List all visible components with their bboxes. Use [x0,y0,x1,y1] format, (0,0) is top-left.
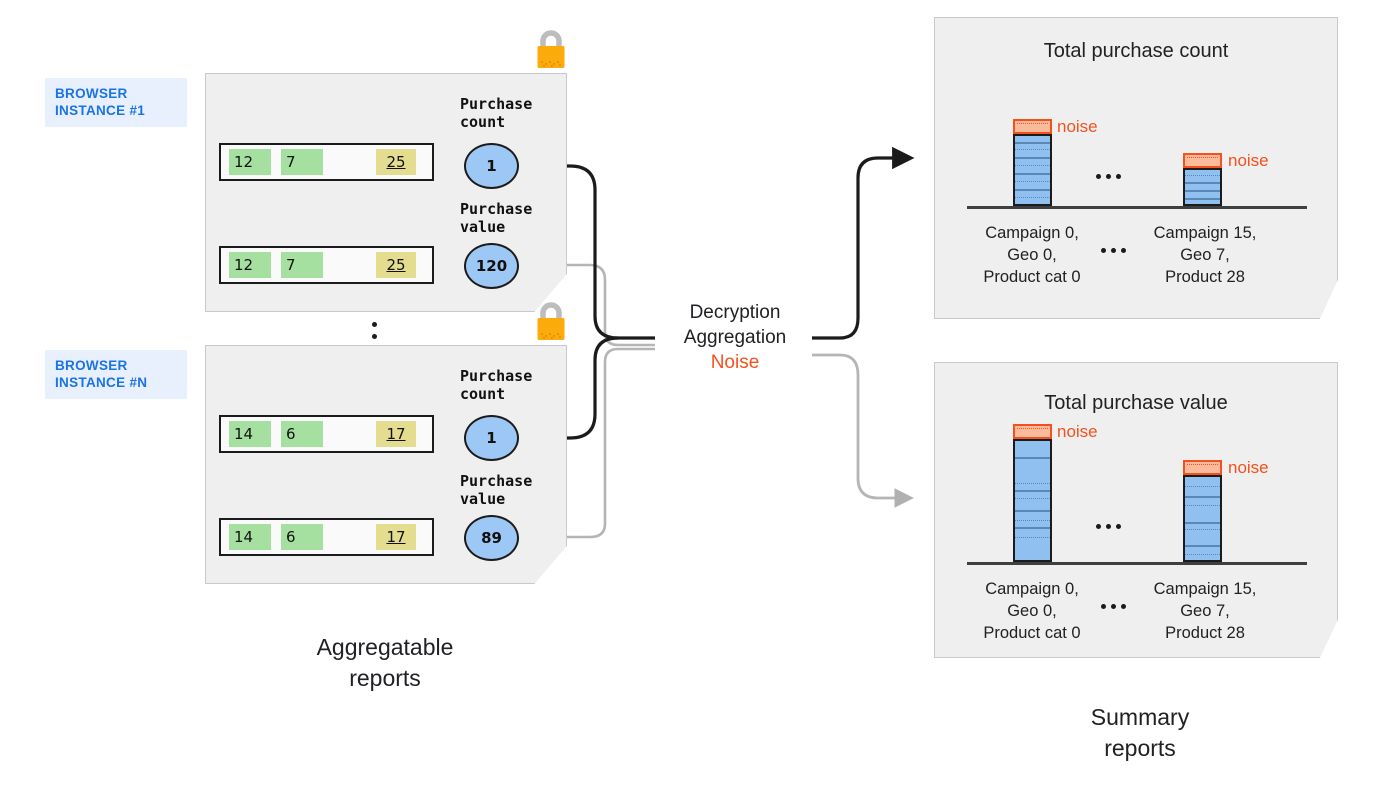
browser-instance-n-badge: BROWSER INSTANCE #N [45,350,187,399]
purchase-count-label: Purchase count [460,95,533,131]
value-bar-1-noise-label: noise [1228,458,1269,477]
report-cell-value: 25 [376,149,416,175]
count-bar-1-noise-label: noise [1228,151,1269,170]
count-bar-1 [1183,168,1222,206]
decryption-text: Decryption [689,302,781,323]
purchase-value-value: 120 [464,243,519,289]
count-category-label-0: Campaign 0, Geo 0, Product cat 0 [983,224,1081,286]
output-arrow-value [812,353,914,508]
summary-report-panel-count [934,17,1338,319]
value-category-label-1: Campaign 15, Geo 7, Product 28 [1153,580,1257,642]
count-connector-instance-1 [519,164,655,340]
aggregatable-reports-caption: Aggregatable reports [316,634,454,691]
report-cell-campaign: 12 [229,149,271,175]
padlock-icon [533,28,569,72]
browser-instance-1-badge: BROWSER INSTANCE #1 [45,78,187,127]
aggregatable-report-row: 12 7 25 [219,143,434,181]
purchase-value-value: 89 [464,515,519,561]
report-cell-geo: 6 [281,524,323,550]
value-bar-1-noise [1183,460,1222,475]
report-cell-geo: 7 [281,149,323,175]
report-cell-value-text: 17 [386,425,406,443]
count-bar-1-noise [1183,153,1222,168]
value-chart-gap-dots [1096,524,1121,529]
report-cell-value: 25 [376,252,416,278]
count-connector-instance-n [519,336,619,440]
value-bar-0-noise [1013,424,1052,439]
value-connector-instance-n [519,347,655,539]
report-cell-value-text: 25 [386,256,406,274]
report-cell-campaign: 14 [229,524,271,550]
noise-text: Noise [710,352,760,373]
report-cell-value-text: 17 [386,528,406,546]
count-bar-0-noise [1013,119,1052,134]
value-bar-1 [1183,475,1222,562]
report-cell-campaign: 14 [229,421,271,447]
aggregatable-report-row: 14 6 17 [219,415,434,453]
count-chart-gap-dots [1096,174,1121,179]
aggregatable-report-row: 14 6 17 [219,518,434,556]
value-chart-axis [967,562,1307,565]
padlock-icon [533,300,569,344]
report-cell-value-text: 25 [386,153,406,171]
report-cell-campaign: 12 [229,252,271,278]
value-bar-0-noise-label: noise [1057,422,1098,441]
value-category-label-0: Campaign 0, Geo 0, Product cat 0 [983,580,1081,642]
report-cell-geo: 7 [281,252,323,278]
aggregation-service-label: Decryption Aggregation Noise [660,300,810,375]
summary-value-title: Total purchase value [1044,392,1228,414]
report-cell-value: 17 [376,421,416,447]
purchase-value-label: Purchase value [460,472,533,508]
summary-reports-caption: Summary reports [1090,704,1190,761]
count-chart-axis [967,206,1307,209]
purchase-count-label: Purchase count [460,367,533,403]
purchase-count-value: 1 [464,143,519,189]
report-cell-value: 17 [376,524,416,550]
summary-count-title: Total purchase count [1043,40,1229,62]
value-categories-gap-dots [1101,604,1126,609]
count-categories-gap-dots [1101,248,1126,253]
count-category-label-1: Campaign 15, Geo 7, Product 28 [1153,224,1257,286]
report-cell-geo: 6 [281,421,323,447]
purchase-count-value: 1 [464,415,519,461]
aggregation-text: Aggregation [683,327,787,348]
summary-report-panel-value [934,362,1338,658]
output-arrow-count [812,146,915,340]
aggregatable-report-row: 12 7 25 [219,246,434,284]
count-bar-0 [1013,134,1052,206]
count-bar-0-noise-label: noise [1057,117,1098,136]
purchase-value-label: Purchase value [460,200,533,236]
value-bar-0 [1013,439,1052,562]
